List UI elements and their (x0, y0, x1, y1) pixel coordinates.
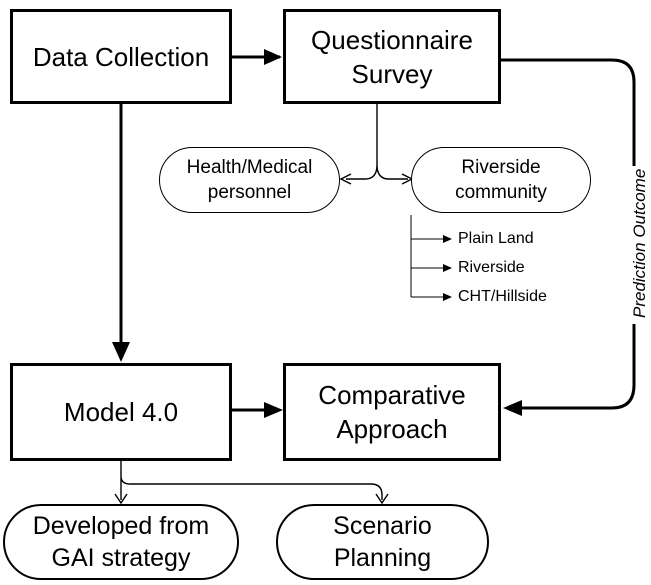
health-medical-label: Health/Medical personnel (186, 157, 313, 203)
riverside-community-label: Riverside community (455, 157, 547, 203)
developed-gai-node: Developed from GAI strategy (3, 504, 239, 580)
health-medical-node: Health/Medical personnel (159, 147, 340, 213)
subcategory-riverside: Riverside (458, 259, 525, 276)
arrowhead-cht (443, 293, 452, 301)
data-collection-box: Data Collection (10, 9, 232, 104)
arrowhead-gai (114, 493, 128, 505)
subcategory-bracket (410, 215, 448, 298)
scenario-planning-node: Scenario Planning (276, 504, 489, 580)
subcategory-cht-hillside: CHT/Hillside (458, 288, 547, 305)
model-box: Model 4.0 (10, 363, 232, 461)
model-bottom-connector (120, 461, 383, 500)
arrowhead-health (339, 173, 352, 185)
arrowhead-model (112, 342, 130, 362)
questionnaire-survey-label: Questionnaire Survey (311, 24, 473, 89)
arrowhead-plain-land (443, 235, 452, 243)
arrowhead-comparative (264, 402, 283, 418)
arrowhead-survey (264, 49, 282, 65)
arrowhead-prediction (503, 400, 522, 416)
riverside-community-node: Riverside community (411, 147, 591, 213)
survey-branch-connector (346, 104, 408, 180)
questionnaire-survey-box: Questionnaire Survey (283, 9, 501, 104)
comparative-approach-label: Comparative Approach (318, 380, 466, 444)
subcategory-plain-land: Plain Land (458, 230, 534, 247)
scenario-planning-label: Scenario Planning (333, 512, 432, 572)
comparative-approach-box: Comparative Approach (283, 363, 501, 461)
developed-gai-label: Developed from GAI strategy (32, 512, 210, 572)
data-collection-label: Data Collection (32, 41, 210, 72)
model-label: Model 4.0 (63, 397, 179, 427)
prediction-outcome-label: Prediction Outcome (630, 166, 650, 324)
arrowhead-scenario (375, 493, 389, 505)
arrowhead-riverside-sub (443, 264, 452, 272)
